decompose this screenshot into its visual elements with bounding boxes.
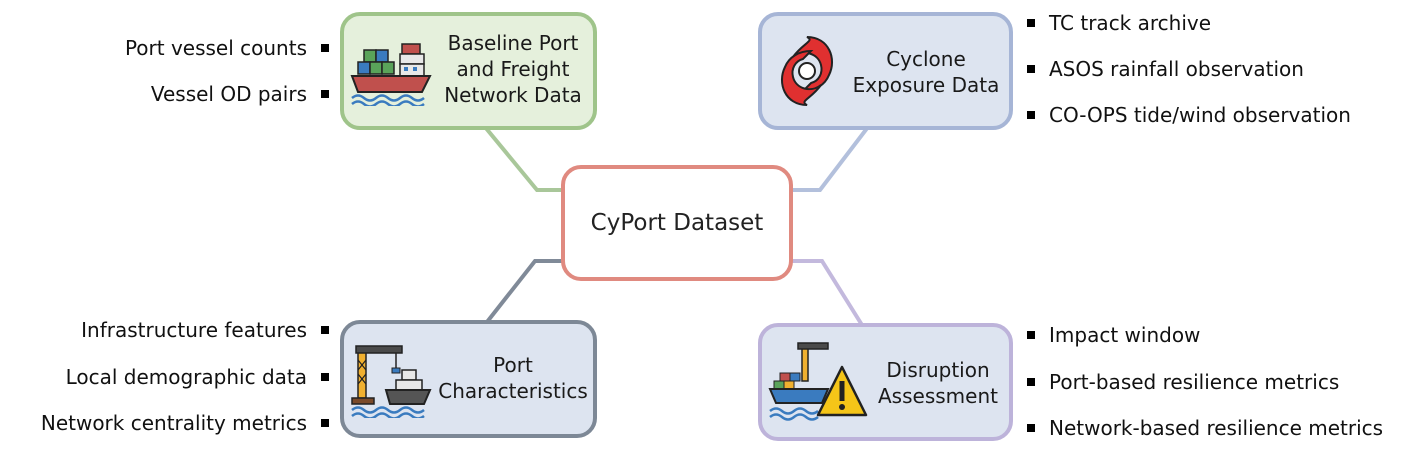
list-item: Network centrality metrics [41, 411, 329, 435]
connector-disruption [790, 259, 864, 327]
port-item-1: Infrastructure features [81, 318, 307, 342]
center-node: CyPort Dataset [561, 165, 793, 281]
list-item: Network-based resilience metrics [1027, 416, 1383, 440]
disruption-node: Disruption Assessment [758, 323, 1013, 441]
list-item: ASOS rainfall observation [1027, 57, 1304, 81]
bullet-square-icon [321, 326, 329, 334]
baseline-title: Baseline Port and Freight Network Data [444, 31, 582, 107]
disruption-items: Impact window Port-based resilience metr… [1027, 300, 1422, 450]
port-crane-ship-icon [351, 345, 432, 418]
cyclone-item-3: CO-OPS tide/wind observation [1049, 103, 1351, 127]
disruption-item-2: Port-based resilience metrics [1049, 370, 1340, 394]
disruption-title: Disruption Assessment [878, 358, 998, 408]
bullet-square-icon [1027, 65, 1035, 73]
cyclone-title: Cyclone Exposure Data [852, 47, 1000, 97]
list-item: Port vessel counts [125, 36, 329, 60]
port-items: Infrastructure features Local demographi… [0, 300, 329, 450]
baseline-item-1: Port vessel counts [124, 36, 307, 60]
list-item: TC track archive [1027, 11, 1211, 35]
list-item: Port-based resilience metrics [1027, 370, 1339, 394]
baseline-item-2: Vessel OD pairs [150, 82, 307, 106]
bullet-square-icon [1027, 19, 1035, 27]
disruption-item-1: Impact window [1049, 323, 1201, 347]
baseline-node: Baseline Port and Freight Network Data [340, 12, 597, 130]
bullet-square-icon [1027, 331, 1035, 339]
connector-baseline [483, 125, 566, 192]
list-item: CO-OPS tide/wind observation [1027, 103, 1351, 127]
cyclone-icon [780, 36, 834, 106]
list-item: Vessel OD pairs [151, 82, 329, 106]
list-item: Local demographic data [66, 365, 329, 389]
port-title: Port Characteristics [438, 353, 588, 403]
cyclone-node: Cyclone Exposure Data [758, 12, 1013, 130]
list-item: Impact window [1027, 323, 1200, 347]
bullet-square-icon [1027, 424, 1035, 432]
bullet-square-icon [321, 419, 329, 427]
connector-cyclone [790, 125, 870, 192]
bullet-square-icon [1027, 111, 1035, 119]
bullet-square-icon [321, 44, 329, 52]
bullet-square-icon [1027, 378, 1035, 386]
ship-warning-icon [768, 342, 868, 421]
cyclone-item-1: TC track archive [1049, 11, 1212, 35]
port-item-3: Network centrality metrics [40, 411, 307, 435]
connector-port [485, 259, 566, 324]
port-item-2: Local demographic data [65, 365, 307, 389]
disruption-item-3: Network-based resilience metrics [1049, 416, 1384, 440]
center-title: CyPort Dataset [590, 210, 764, 236]
port-node: Port Characteristics [340, 320, 597, 438]
bullet-square-icon [321, 373, 329, 381]
list-item: Infrastructure features [81, 318, 329, 342]
baseline-items: Port vessel counts Vessel OD pairs [0, 0, 329, 130]
cargo-ship-icon [350, 43, 432, 106]
cyclone-items: TC track archive ASOS rainfall observati… [1027, 0, 1417, 140]
cyclone-item-2: ASOS rainfall observation [1049, 57, 1304, 81]
bullet-square-icon [321, 90, 329, 98]
